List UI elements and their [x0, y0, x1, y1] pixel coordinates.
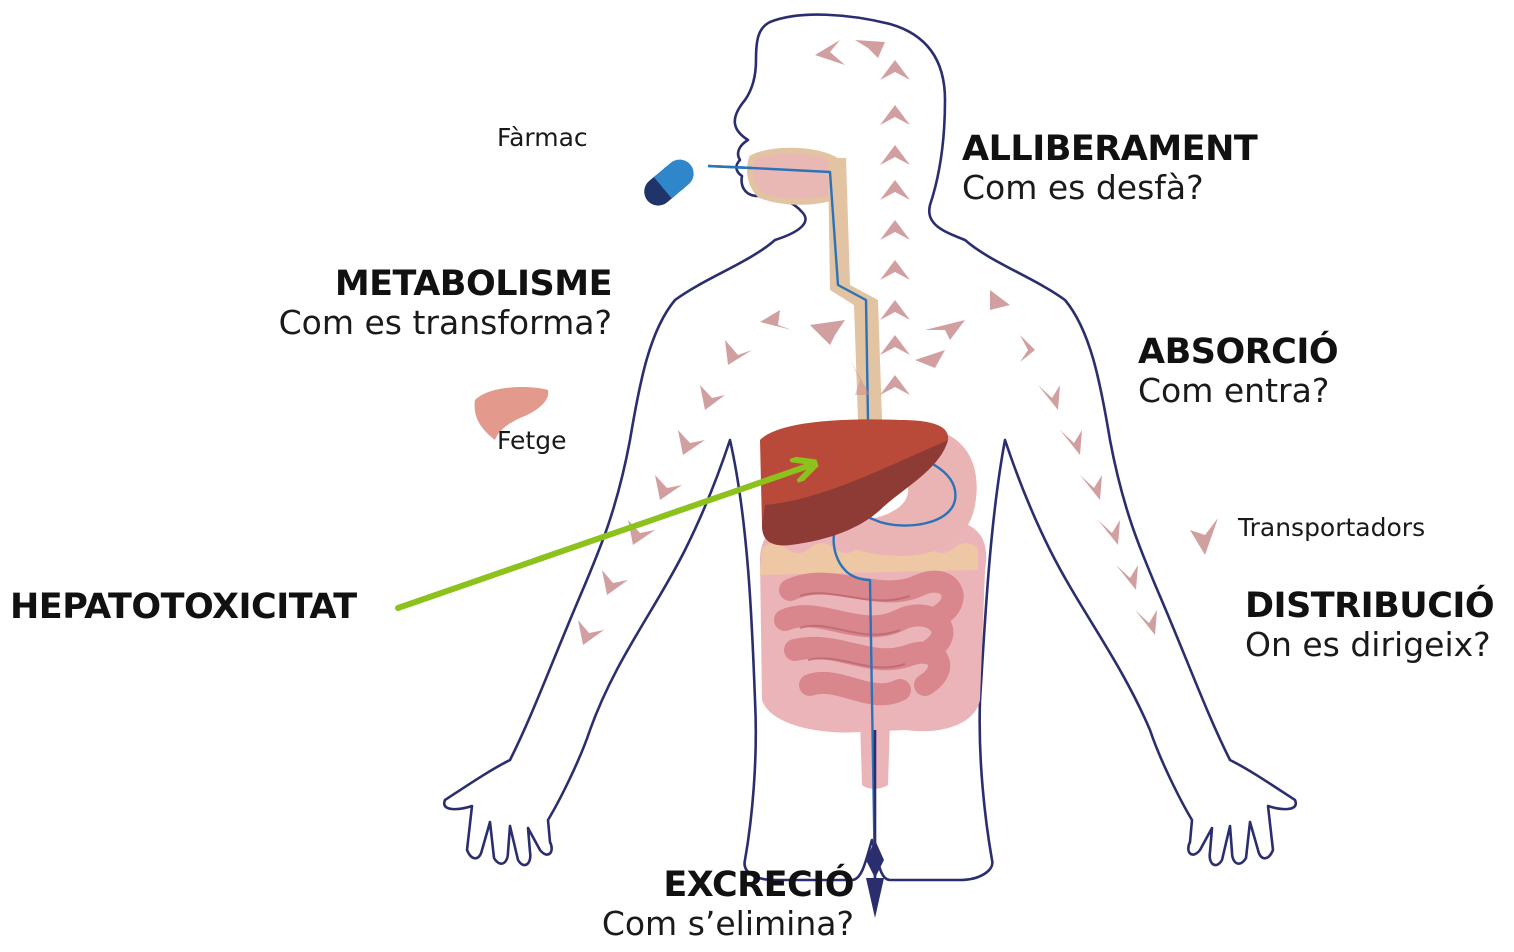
hepatotoxicity-label: HEPATOTOXICITAT: [10, 587, 357, 627]
absorption-question: Com entra?: [1138, 372, 1338, 410]
hepatotoxicity-arrow: [398, 466, 808, 608]
stage-absorption: ABSORCIÓ Com entra?: [1138, 332, 1338, 410]
oral-cavity: [750, 151, 838, 202]
release-title: ALLIBERAMENT: [962, 129, 1257, 169]
metabolism-title: METABOLISME: [279, 264, 612, 304]
metabolism-question: Com es transforma?: [279, 304, 612, 342]
esophagus: [828, 158, 882, 420]
distribution-question: On es dirigeix?: [1245, 626, 1494, 664]
distribution-title: DISTRIBUCIÓ: [1245, 586, 1494, 626]
excretion-title: EXCRECIÓ: [602, 865, 854, 905]
stage-excretion: EXCRECIÓ Com s’elimina?: [602, 865, 854, 943]
excretion-question: Com s’elimina?: [602, 905, 854, 943]
transporters-label: Transportadors: [1238, 514, 1425, 543]
liver-label: Fetge: [497, 427, 566, 456]
pill-icon: [638, 154, 699, 211]
absorption-title: ABSORCIÓ: [1138, 332, 1338, 372]
stage-release: ALLIBERAMENT Com es desfà?: [962, 129, 1257, 207]
drug-intake-line: [708, 166, 752, 168]
release-question: Com es desfà?: [962, 169, 1257, 207]
stage-distribution: DISTRIBUCIÓ On es dirigeix?: [1245, 586, 1494, 664]
transporter-legend-arrow: [1190, 518, 1218, 555]
drug-label: Fàrmac: [497, 124, 588, 153]
stage-metabolism: METABOLISME Com es transforma?: [279, 264, 612, 342]
